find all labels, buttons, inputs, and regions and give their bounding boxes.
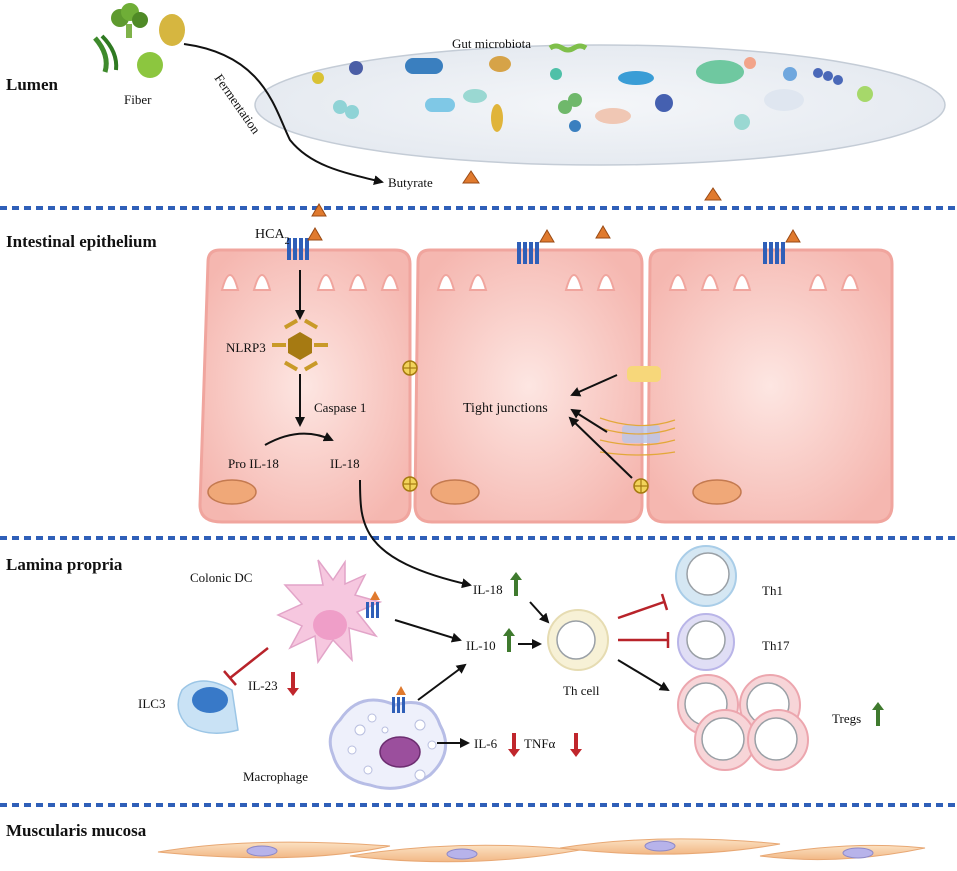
junction-protein-icon xyxy=(633,478,649,494)
tnf-alpha-label: TNFα xyxy=(524,736,556,751)
region-label-lumen: Lumen xyxy=(6,75,59,94)
il18-to-thcell-arrow xyxy=(529,601,550,624)
fiber-label: Fiber xyxy=(124,92,152,107)
nucleus xyxy=(692,479,742,505)
epithelial-cell xyxy=(413,248,644,524)
smooth-muscle-cell xyxy=(759,844,926,861)
caspase-1-label: Caspase 1 xyxy=(314,400,366,415)
il23-down-arrow xyxy=(287,672,299,696)
region-label-lamina-propria: Lamina propria xyxy=(6,555,123,574)
thcell-to-tregs-arrow xyxy=(617,659,670,692)
macrophage-icon xyxy=(328,698,448,790)
th-cell-label: Th cell xyxy=(563,683,600,698)
il6-label: IL-6 xyxy=(474,736,498,751)
junction-to-tight-arrow xyxy=(570,374,618,397)
il10-label: IL-10 xyxy=(466,638,496,653)
th1-cell-icon xyxy=(675,545,737,607)
ilc3-cell-icon xyxy=(177,680,239,734)
il23-label: IL-23 xyxy=(248,678,278,693)
lamina-il18-label: IL-18 xyxy=(473,582,503,597)
hca2-receptor-icon xyxy=(517,225,611,264)
th1-label: Th1 xyxy=(762,583,783,598)
tnf-down-arrow xyxy=(570,733,582,757)
il18-up-arrow xyxy=(510,572,522,596)
tregs-cluster-icon xyxy=(677,674,809,771)
nlrp3-label: NLRP3 xyxy=(226,340,266,355)
nlrp3-inflammasome-icon xyxy=(272,318,328,372)
dc-inhibits-ilc3 xyxy=(223,647,269,686)
fermentation-arrow xyxy=(183,43,384,186)
nucleus xyxy=(207,479,257,505)
epithelial-cell xyxy=(646,248,894,524)
fiber-foods-icon xyxy=(93,3,185,78)
butyrate-label: Butyrate xyxy=(388,175,433,190)
macrophage-label: Macrophage xyxy=(243,769,308,784)
region-dividers xyxy=(0,206,957,807)
butyrate-icon xyxy=(462,170,480,184)
colonic-dc-icon xyxy=(276,559,383,665)
epithelial-il18-label: IL-18 xyxy=(330,456,360,471)
nucleus xyxy=(430,479,480,505)
dc-to-il10-arrow xyxy=(394,619,462,643)
hca2-label: HCA2 xyxy=(255,227,290,247)
region-label-muscularis: Muscularis mucosa xyxy=(6,821,147,840)
tight-junctions-label: Tight junctions xyxy=(463,401,548,416)
tight-junction-protein-icon xyxy=(627,366,661,382)
il10-up-arrow xyxy=(503,628,515,652)
pro-il18-label: Pro IL-18 xyxy=(228,456,279,471)
thcell-inhibits-th1 xyxy=(617,593,669,620)
th17-label: Th17 xyxy=(762,638,790,653)
epithelial-cells xyxy=(198,248,894,524)
claudin-to-tight-arrow xyxy=(568,416,633,479)
tregs-label: Tregs xyxy=(832,711,861,726)
smooth-muscle-cells xyxy=(157,838,926,863)
region-label-epithelium: Intestinal epithelium xyxy=(6,232,157,251)
hca2-receptor-icon xyxy=(763,229,801,264)
epithelial-cell xyxy=(198,248,412,524)
thcell-inhibits-th17 xyxy=(618,632,670,648)
gut-microbiota-region xyxy=(254,44,946,166)
th-cell-icon xyxy=(547,609,609,671)
macrophage-to-il10-arrow xyxy=(417,663,467,701)
th17-cell-icon xyxy=(677,613,735,671)
il18-secretion-arrow xyxy=(359,479,472,589)
bacteria-icons xyxy=(312,43,873,132)
butyrate-icon xyxy=(704,187,722,201)
hca2-receptor-icon xyxy=(366,591,380,618)
tregs-up-arrow xyxy=(872,702,884,726)
gut-microbiota-label: Gut microbiota xyxy=(452,36,531,51)
ilc3-label: ILC3 xyxy=(138,696,165,711)
il6-down-arrow xyxy=(508,733,520,757)
hca2-receptor-icon xyxy=(287,203,327,260)
strands-to-tight-arrow xyxy=(570,408,608,433)
hca2-receptor-icon xyxy=(392,686,406,713)
junction-protein-icon xyxy=(402,476,418,492)
tight-junction-strands-icon xyxy=(599,417,676,456)
junction-protein-icon xyxy=(402,360,418,376)
pro-il18-conversion-arrow xyxy=(264,432,334,446)
colonic-dc-label: Colonic DC xyxy=(190,570,252,585)
